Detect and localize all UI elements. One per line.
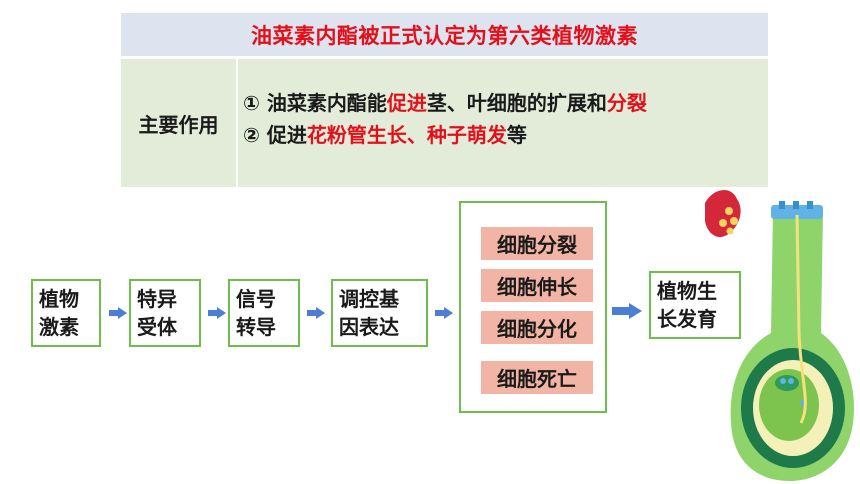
result-line1: 植物生 [657, 279, 717, 303]
info-line-1: ① 油菜素内酯能促进茎、叶细胞的扩展和分裂 [243, 87, 647, 119]
line1-text-c: 茎、叶细胞的扩展和 [426, 91, 607, 115]
info-label: 主要作用 [121, 59, 238, 187]
info-table: 主要作用 ① 油菜素内酯能促进茎、叶细胞的扩展和分裂 ② 促进花粉管生长、种子萌… [121, 59, 768, 187]
line2-number: ② [243, 123, 260, 147]
arrow-icon [612, 303, 642, 319]
line2-highlight-b: 花粉管生长 [306, 123, 407, 147]
outcome-group: 细胞分裂 细胞伸长 细胞分化 细胞死亡 [459, 201, 607, 413]
flow-box-gene: 调控基 因表达 [331, 279, 428, 347]
line1-number: ① [243, 91, 260, 115]
hormone-line1: 植物 [39, 287, 79, 311]
arrow-icon [109, 307, 127, 319]
outcome-item: 细胞伸长 [481, 269, 593, 302]
result-line2: 长发育 [657, 307, 717, 331]
arrow-icon [435, 307, 453, 319]
line2-text-e: 等 [506, 123, 527, 147]
receptor-line1: 特异 [137, 287, 177, 311]
receptor-line2: 受体 [137, 315, 177, 339]
line1-text-a: 油菜素内酯能 [266, 91, 387, 115]
gene-line2: 因表达 [339, 315, 399, 339]
line1-highlight-d: 分裂 [606, 91, 647, 115]
outcome-item: 细胞分化 [481, 311, 593, 344]
line2-highlight-d: 种子萌发 [426, 123, 507, 147]
signal-line1: 信号 [236, 287, 276, 311]
gene-line1: 调控基 [339, 287, 399, 311]
flow-box-hormone: 植物 激素 [31, 279, 101, 347]
signal-line2: 转导 [236, 315, 276, 339]
outcome-item: 细胞分裂 [481, 227, 593, 260]
hormone-line2: 激素 [39, 315, 79, 339]
flow-box-signal: 信号 转导 [228, 279, 300, 347]
title-bar: 油菜素内酯被正式认定为第六类植物激素 [121, 13, 768, 56]
line1-highlight-b: 促进 [386, 91, 427, 115]
line2-text-a: 促进 [266, 123, 307, 147]
outcome-item: 细胞死亡 [481, 361, 593, 394]
pistil-illustration-icon [705, 189, 854, 481]
flow-box-receptor: 特异 受体 [129, 279, 201, 347]
arrow-icon [307, 307, 325, 319]
arrow-icon [208, 307, 226, 319]
info-line-2: ② 促进花粉管生长、种子萌发等 [243, 119, 647, 151]
flow-box-result: 植物生 长发育 [649, 271, 741, 339]
line2-separator: 、 [406, 123, 427, 147]
page-title: 油菜素内酯被正式认定为第六类植物激素 [251, 23, 638, 48]
info-body: ① 油菜素内酯能促进茎、叶细胞的扩展和分裂 ② 促进花粉管生长、种子萌发等 [243, 87, 647, 151]
